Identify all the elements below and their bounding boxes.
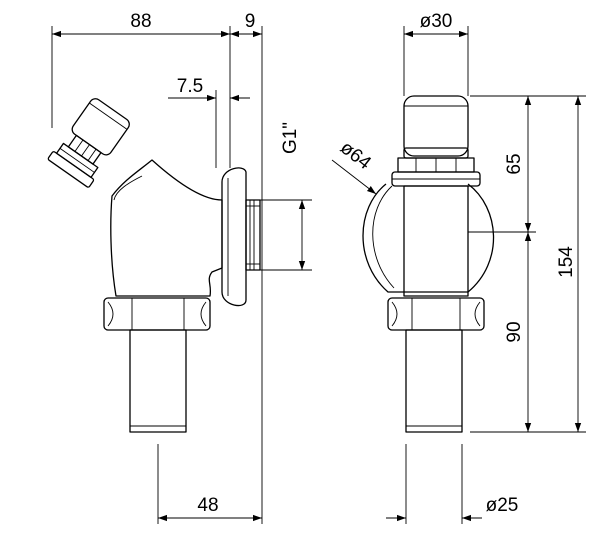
side-view xyxy=(47,98,261,433)
dim-65: 65 xyxy=(504,153,525,174)
side-thread xyxy=(245,199,261,271)
front-rosette xyxy=(362,183,495,293)
front-view xyxy=(362,95,495,433)
dim-dia-30: ø30 xyxy=(420,11,453,32)
side-valve-body xyxy=(110,159,223,297)
side-outlet-pipe xyxy=(129,329,187,433)
dim-dia-25: ø25 xyxy=(486,495,519,516)
front-collar xyxy=(391,157,481,187)
side-hex-nut xyxy=(103,297,211,331)
dim-7-5: 7.5 xyxy=(177,76,203,97)
dim-88: 88 xyxy=(130,11,151,32)
front-hex-nut xyxy=(387,297,485,331)
side-push-button xyxy=(47,98,130,188)
side-dimensions: 88 9 7.5 G1" 48 xyxy=(51,11,312,524)
dim-48: 48 xyxy=(197,495,218,516)
front-valve-body xyxy=(403,185,469,297)
dim-thread: G1" xyxy=(280,122,301,154)
dim-154: 154 xyxy=(556,246,577,278)
dim-90: 90 xyxy=(504,321,525,342)
dim-9: 9 xyxy=(245,11,256,32)
front-outlet-pipe xyxy=(405,329,463,433)
side-wall-flange xyxy=(221,167,247,307)
dim-dia-64: ø64 xyxy=(336,137,375,174)
front-push-button xyxy=(403,95,469,159)
